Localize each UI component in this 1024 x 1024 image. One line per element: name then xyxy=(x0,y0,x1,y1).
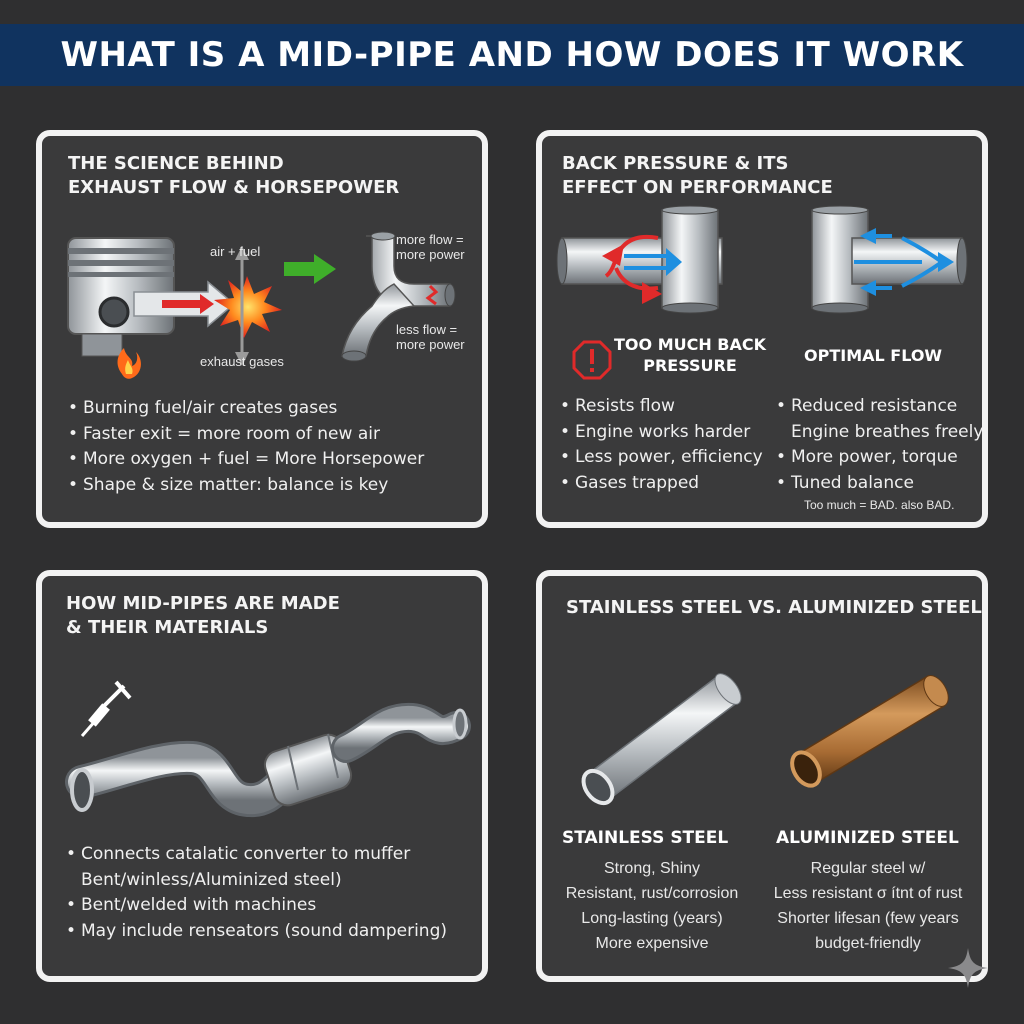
list-item: Connects catalatic converter to muffer xyxy=(66,842,447,868)
panel-back-pressure: BACK PRESSURE & ITS EFFECT ON PERFORMANC… xyxy=(536,130,988,528)
list-item: Tuned balance xyxy=(776,471,983,497)
list-item: Bent/welded with machines xyxy=(66,893,447,919)
sparkle-icon xyxy=(948,948,988,988)
exhaust-arrow-icon xyxy=(133,280,236,328)
panel-title-line: THE SCIENCE BEHIND xyxy=(68,153,284,174)
too-much-pressure-heading: TOO MUCH BACK PRESSURE xyxy=(614,335,767,375)
explosion-icon xyxy=(214,276,282,338)
air-fuel-label: air + fuel xyxy=(210,244,261,259)
panel-exhaust-science: THE SCIENCE BEHIND EXHAUST FLOW & HORSEP… xyxy=(36,130,488,528)
panel-title-line: EXHAUST FLOW & HORSEPOWER xyxy=(68,177,400,198)
curved-pipe-icon xyxy=(341,231,456,362)
list-item: May include renseators (sound dampering) xyxy=(66,919,447,945)
pressure-diagram xyxy=(556,205,968,314)
more-flow-label: more flow = more power xyxy=(396,232,465,262)
too-much-pressure-list: Resists flow Engine works harder Less po… xyxy=(560,394,763,496)
less-flow-label: less flow = more power xyxy=(396,322,465,352)
panel-steel-comparison: STAINLESS STEEL VS. ALUMINIZED STEEL STA… xyxy=(536,570,988,982)
stainless-pipe-icon xyxy=(581,673,742,806)
aluminized-description: Regular steel w/ Less resistant σ ítnt o… xyxy=(773,860,963,952)
panel-title-line: EFFECT ON PERFORMANCE xyxy=(562,177,833,198)
panel-title-line: & THEIR MATERIALS xyxy=(66,617,269,638)
list-item: Burning fuel/air creates gases xyxy=(68,396,424,422)
list-item: More oxygen + fuel = More Horsepower xyxy=(68,447,424,473)
exhaust-gases-label: exhaust gases xyxy=(200,354,284,369)
title-banner: WHAT IS A MID-PIPE AND HOW DOES IT WORK xyxy=(0,24,1024,86)
tee-pipe-restricted-icon xyxy=(556,205,723,314)
green-arrow-icon xyxy=(284,254,336,284)
list-item: More power, torque xyxy=(776,445,983,471)
aluminized-heading: ALUMINIZED STEEL xyxy=(776,828,959,848)
stainless-description: Strong, Shiny Resistant, rust/corrosion … xyxy=(565,860,739,952)
list-item: Faster exit = more room of new air xyxy=(68,422,424,448)
list-item: Reduced resistance xyxy=(776,394,983,420)
pipe-comparison-illustration xyxy=(581,673,949,806)
aluminized-pipe-icon xyxy=(790,674,949,788)
optimal-flow-heading: OPTIMAL FLOW xyxy=(804,346,943,365)
welding-torch-icon xyxy=(80,680,132,737)
mid-pipe-illustration xyxy=(65,702,471,818)
list-item: Bent/winless/Aluminized steel) xyxy=(81,869,342,890)
warning-icon xyxy=(572,340,612,380)
optimal-flow-list: Reduced resistance Engine breathes freel… xyxy=(776,394,983,496)
footnote: Too much = BAD. also BAD. xyxy=(804,498,955,512)
tee-pipe-optimal-icon xyxy=(811,205,968,314)
stainless-heading: STAINLESS STEEL xyxy=(562,828,729,848)
vertical-double-arrow-icon xyxy=(235,246,249,366)
list-item: Gases trapped xyxy=(560,471,763,497)
panel-title: BACK PRESSURE & ITS EFFECT ON PERFORMANC… xyxy=(562,152,833,200)
exhaust-science-list: Burning fuel/air creates gases Faster ex… xyxy=(68,396,424,498)
how-made-list: Connects catalatic converter to muffer B… xyxy=(66,842,447,944)
panel-title-line: HOW MID-PIPES ARE MADE xyxy=(66,593,340,614)
panel-title: HOW MID-PIPES ARE MADE & THEIR MATERIALS xyxy=(66,592,340,640)
flame-icon xyxy=(117,348,141,379)
resonator-icon xyxy=(263,733,353,807)
piston-illustration xyxy=(67,231,456,379)
panel-how-made: HOW MID-PIPES ARE MADE & THEIR MATERIALS… xyxy=(36,570,488,982)
panel-title: STAINLESS STEEL VS. ALUMINIZED STEEL xyxy=(566,597,982,618)
list-item: Less power, efficiency xyxy=(560,445,763,471)
panel-title-line: BACK PRESSURE & ITS xyxy=(562,153,789,174)
panel-title: THE SCIENCE BEHIND EXHAUST FLOW & HORSEP… xyxy=(68,152,399,200)
list-item: Engine breathes freely xyxy=(791,421,984,442)
list-item: Shape & size matter: balance is key xyxy=(68,473,424,499)
list-item: Resists flow xyxy=(560,394,763,420)
page-title: WHAT IS A MID-PIPE AND HOW DOES IT WORK xyxy=(60,35,964,75)
list-item: Engine works harder xyxy=(560,420,763,446)
